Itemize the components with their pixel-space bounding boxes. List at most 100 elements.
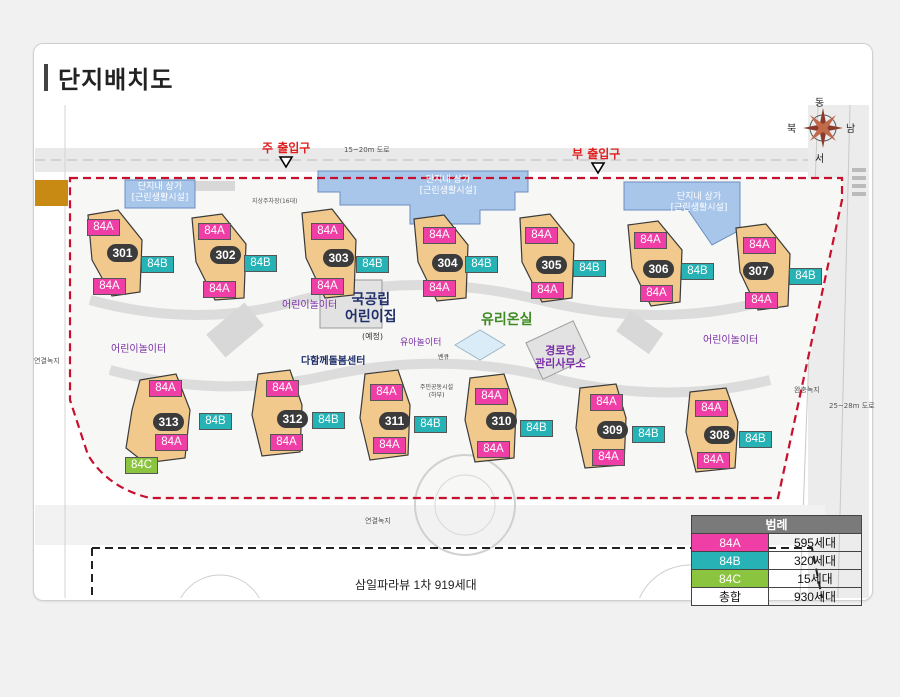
legend-title: 범례 bbox=[691, 515, 862, 534]
building-number-310: 310 bbox=[486, 412, 517, 430]
greenhouse-label: 유리온실 bbox=[481, 312, 533, 328]
top-road-label: 15~20m 도로 bbox=[344, 146, 390, 154]
left-green-label: 연결녹지 bbox=[34, 357, 60, 365]
unit-badge-313-84a-top: 84A bbox=[149, 380, 182, 397]
building-number-309: 309 bbox=[597, 421, 628, 439]
unit-badge-305-84b: 84B bbox=[573, 260, 606, 277]
right-green-label: 완충녹지 bbox=[794, 386, 820, 394]
legend-key-84c: 84C bbox=[691, 569, 769, 588]
shop-label-1: 단지내 상가 [근린생활시설] bbox=[131, 182, 189, 203]
unit-badge-311-84b: 84B bbox=[414, 416, 447, 433]
roundabout bbox=[414, 454, 516, 556]
unit-badge-307-84a-bottom: 84A bbox=[745, 292, 778, 309]
site-boundary bbox=[68, 176, 844, 500]
unit-badge-306-84b: 84B bbox=[681, 263, 714, 280]
legend-value-84c: 15세대 bbox=[768, 569, 862, 588]
unit-badge-301-84b: 84B bbox=[141, 256, 174, 273]
building-number-311: 311 bbox=[379, 412, 410, 430]
unit-badge-301-84a-top: 84A bbox=[87, 219, 120, 236]
unit-badge-310-84a-bottom: 84A bbox=[477, 441, 510, 458]
compass-east-label: 동 bbox=[815, 98, 825, 109]
unit-badge-313-84a-bottom: 84A bbox=[155, 434, 188, 451]
unit-badge-308-84a-bottom: 84A bbox=[697, 452, 730, 469]
playground-label-2: 어린이놀이터 bbox=[111, 344, 167, 355]
playground-label-3: 어린이놀이터 bbox=[703, 335, 759, 346]
senior-building bbox=[525, 320, 591, 380]
playground-label-1: 어린이놀이터 bbox=[282, 300, 338, 311]
legend-value-84a: 595세대 bbox=[768, 533, 862, 552]
legend-row: 84A 595세대 bbox=[691, 533, 862, 552]
unit-badge-304-84b: 84B bbox=[465, 256, 498, 273]
unit-badge-312-84b: 84B bbox=[312, 412, 345, 429]
unit-badge-307-84a-top: 84A bbox=[743, 237, 776, 254]
unit-badge-309-84b: 84B bbox=[632, 426, 665, 443]
crosswalk bbox=[852, 168, 866, 196]
shop-building-1 bbox=[124, 179, 196, 209]
unit-badge-303-84a-bottom: 84A bbox=[311, 278, 344, 295]
building-number-313: 313 bbox=[153, 413, 184, 431]
neighbor-complex-label: 삼일파라뷰 1차 919세대 bbox=[355, 578, 477, 592]
toddler-play-label: 유아놀이터 bbox=[400, 338, 442, 348]
main-entrance-marker-icon bbox=[278, 156, 294, 169]
building-number-305: 305 bbox=[536, 256, 567, 274]
legend-key-total: 총합 bbox=[691, 587, 769, 606]
unit-badge-303-84b: 84B bbox=[356, 256, 389, 273]
building-number-304: 304 bbox=[432, 254, 463, 272]
unit-badge-310-84b: 84B bbox=[520, 420, 553, 437]
unit-badge-303-84a-top: 84A bbox=[311, 223, 344, 240]
unit-badge-304-84a-bottom: 84A bbox=[423, 280, 456, 297]
legend-table: 범례 84A 595세대 84B 320세대 84C 15세대 총합 930세대 bbox=[691, 515, 862, 606]
right-road-label: 25~28m 도로 bbox=[829, 402, 875, 410]
building-number-312: 312 bbox=[277, 410, 308, 428]
shop-building-3 bbox=[623, 181, 741, 246]
roundabout-inner bbox=[434, 474, 496, 536]
legend-value-total: 930세대 bbox=[768, 587, 862, 606]
title-accent-bar bbox=[44, 64, 48, 91]
unit-badge-307-84b: 84B bbox=[789, 268, 822, 285]
unit-badge-311-84a-top: 84A bbox=[370, 384, 403, 401]
main-entrance-label: 주 출입구 bbox=[262, 141, 311, 155]
community-label: 주민공동시설 (하부) bbox=[420, 384, 454, 399]
daycare-label: 국공립 어린이집 bbox=[345, 292, 397, 325]
unit-badge-305-84a-top: 84A bbox=[525, 227, 558, 244]
compass-south-label: 남 bbox=[846, 124, 856, 135]
unit-badge-308-84a-top: 84A bbox=[695, 400, 728, 417]
bottom-green-label: 연결녹지 bbox=[365, 517, 391, 525]
unit-badge-309-84a-top: 84A bbox=[590, 394, 623, 411]
unit-badge-311-84a-bottom: 84A bbox=[373, 437, 406, 454]
building-number-308: 308 bbox=[704, 426, 735, 444]
page-title: 단지배치도 bbox=[58, 66, 174, 94]
unit-badge-304-84a-top: 84A bbox=[423, 227, 456, 244]
sub-entrance-marker-icon bbox=[590, 162, 606, 175]
unit-badge-310-84a-top: 84A bbox=[475, 388, 508, 405]
unit-badge-306-84a-bottom: 84A bbox=[640, 285, 673, 302]
building-number-302: 302 bbox=[210, 246, 241, 264]
unit-badge-302-84a-bottom: 84A bbox=[203, 281, 236, 298]
senior-center-label: 경로당 관리사무소 bbox=[535, 344, 586, 370]
legend-value-84b: 320세대 bbox=[768, 551, 862, 570]
unit-badge-313-84b: 84B bbox=[199, 413, 232, 430]
greenhouse-icon bbox=[454, 329, 506, 361]
legend-key-84b: 84B bbox=[691, 551, 769, 570]
shop-building-2 bbox=[317, 170, 529, 225]
unit-badge-306-84a-top: 84A bbox=[634, 232, 667, 249]
compass-west-label: 서 bbox=[815, 154, 825, 165]
shop-label-3: 단지내 상가 [근린생활시설] bbox=[670, 192, 728, 213]
unit-badge-313-84c: 84C bbox=[125, 457, 158, 474]
legend-row: 총합 930세대 bbox=[691, 587, 862, 606]
daycare-note: (예정) bbox=[362, 332, 383, 341]
legend-row: 84B 320세대 bbox=[691, 551, 862, 570]
neighbor-roads bbox=[180, 564, 741, 598]
sub-entrance-label: 부 출입구 bbox=[572, 147, 621, 161]
unit-badge-302-84b: 84B bbox=[244, 255, 277, 272]
gate-block bbox=[35, 180, 68, 206]
compass-rose-icon bbox=[803, 108, 843, 148]
unit-badge-301-84a-bottom: 84A bbox=[93, 278, 126, 295]
building-number-307: 307 bbox=[743, 262, 774, 280]
building-number-306: 306 bbox=[643, 260, 674, 278]
legend-row: 84C 15세대 bbox=[691, 569, 862, 588]
unit-badge-312-84a-bottom: 84A bbox=[270, 434, 303, 451]
building-number-303: 303 bbox=[323, 249, 354, 267]
building-number-301: 301 bbox=[107, 244, 138, 262]
unit-badge-312-84a-top: 84A bbox=[266, 380, 299, 397]
